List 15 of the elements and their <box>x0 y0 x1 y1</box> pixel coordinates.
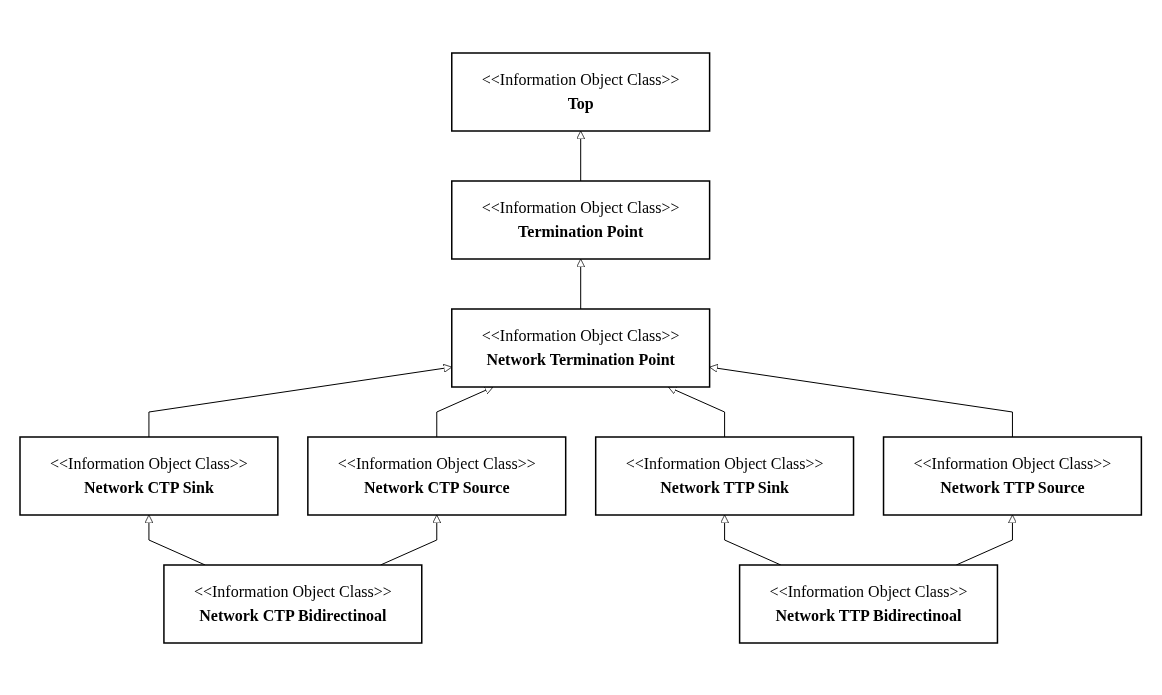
node-box: <<Information Object Class>> Termination Point <box>451 179 711 260</box>
arrow <box>576 130 586 181</box>
arrow <box>668 385 726 437</box>
arrow <box>148 363 453 437</box>
node-box: <<Information Object Class>> Network TTP Source <box>883 435 1143 516</box>
node-box: <<Information Object Class>> Network CTP Source <box>307 435 567 516</box>
node-box: <<Information Object Class>> Top <box>451 51 711 132</box>
arrow <box>436 385 494 437</box>
arrow <box>576 258 586 309</box>
node-box: <<Information Object Class>> Network TTP Sink <box>595 435 855 516</box>
node-box: <<Information Object Class>> Network CTP Bidirectinoal <box>163 563 423 644</box>
node-box: <<Information Object Class>> Network CTP Sink <box>19 435 279 516</box>
node-box: <<Information Object Class>> Network TTP Bidirectinoal <box>739 563 999 644</box>
node-box: <<Information Object Class>> Network Termination Point <box>451 307 711 388</box>
arrow <box>709 363 1014 437</box>
